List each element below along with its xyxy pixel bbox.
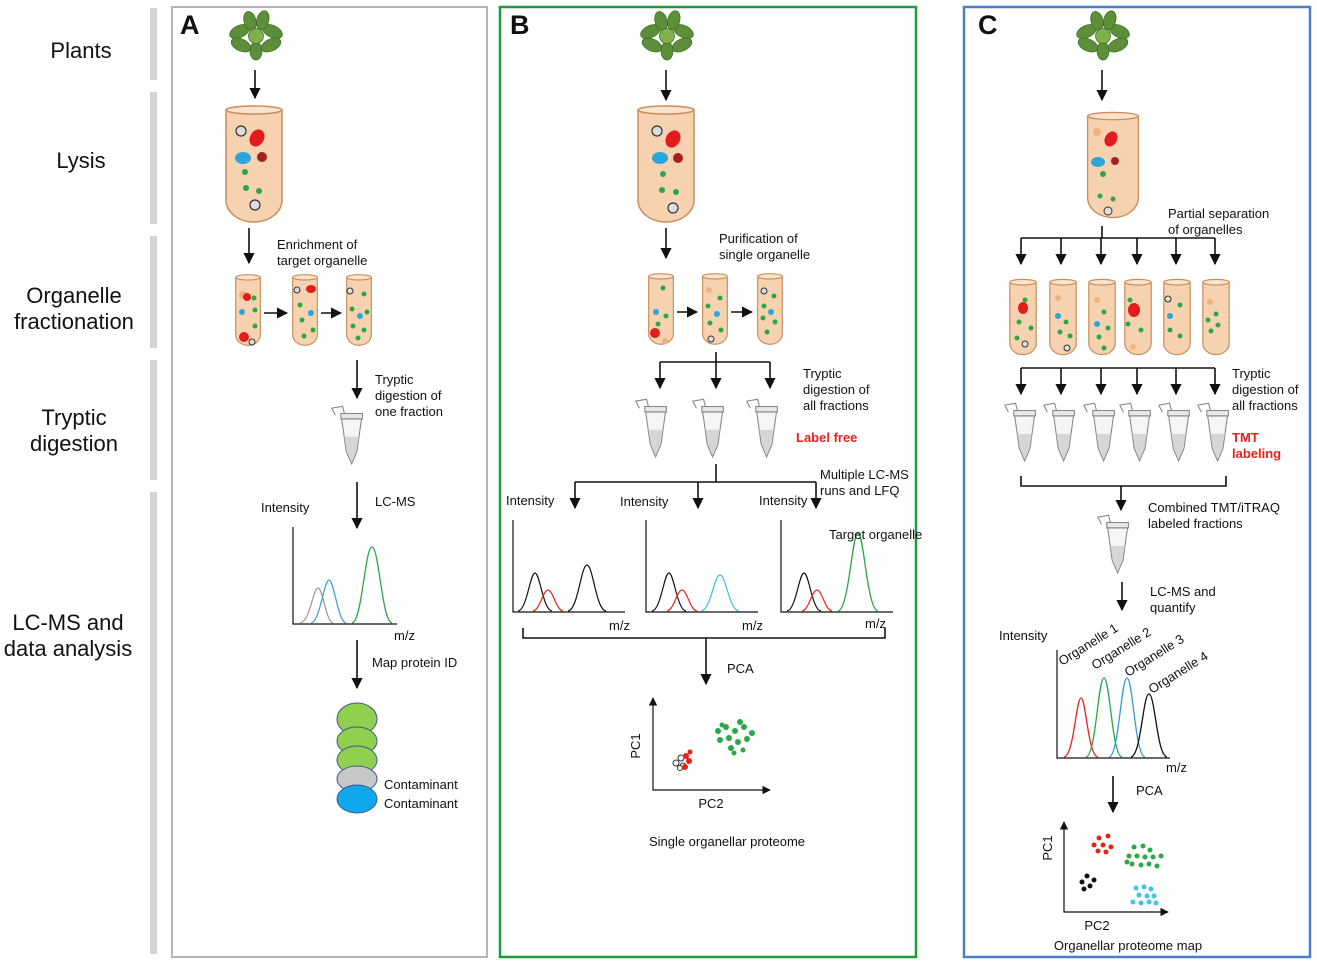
stage-bar	[150, 360, 157, 480]
axis-label-mz: m/z	[1166, 760, 1187, 775]
panel-b-border	[498, 5, 918, 959]
plant-icon	[227, 8, 285, 61]
stage-bar	[150, 92, 157, 224]
axis-label-mz: m/z	[865, 616, 886, 631]
eppendorf-tube-icon	[1097, 514, 1130, 574]
panel-c-letter: C	[978, 10, 998, 40]
map-protein-label: Map protein ID	[372, 655, 457, 670]
axis-label-intensity: Intensity	[620, 494, 669, 509]
eppendorf-tube-icon	[692, 398, 724, 458]
label-free-label: Label free	[796, 430, 857, 445]
eppendorf-tube-icon	[1004, 402, 1037, 462]
axis-label-intensity: Intensity	[506, 493, 555, 508]
fraction-tubes	[1009, 278, 1230, 356]
spectrum-a: Intensity m/z	[261, 500, 415, 643]
stage-label-lysis: Lysis	[56, 148, 105, 173]
axis-label-mz: m/z	[394, 628, 415, 643]
eppendorf-tube-icon	[1043, 402, 1076, 462]
axis-label-pc2: PC2	[1084, 918, 1109, 933]
protein-id-stack	[336, 702, 378, 814]
spectrum-c: Intensity Organelle 1 Organelle 2 Organe…	[999, 620, 1211, 775]
purification-tubes	[648, 273, 783, 345]
axis-label-pc1: PC1	[1040, 835, 1055, 860]
stage-bar	[150, 236, 157, 348]
axis-label-intensity: Intensity	[759, 493, 808, 508]
eppendorf-tube-icon	[1197, 402, 1230, 462]
axis-label-pc2: PC2	[698, 796, 723, 811]
single-organellar-proteome-label: Single organellar proteome	[649, 834, 805, 849]
stage-bar	[150, 492, 157, 954]
spectrum-b2: Intensity m/z	[620, 494, 763, 633]
pca-plot-c: PC1 PC2	[1040, 821, 1169, 933]
panel-a-letter: A	[180, 10, 200, 40]
eppendorf-tube-icon	[331, 405, 363, 465]
target-organelle-label: Target organelle	[829, 527, 922, 542]
axis-label-mz: m/z	[742, 618, 763, 633]
contaminant-label: Contaminant	[384, 796, 458, 811]
panel-c-border	[962, 5, 1312, 959]
panel-a-border	[171, 6, 488, 958]
lcms-label-a: LC-MS	[375, 494, 416, 509]
pca-label-c: PCA	[1136, 783, 1163, 798]
eppendorf-tube-icon	[635, 398, 667, 458]
stage-label-plants: Plants	[50, 38, 111, 63]
axis-label-intensity: Intensity	[261, 500, 310, 515]
eppendorf-tube-icon	[1158, 402, 1191, 462]
panel-b-letter: B	[510, 10, 530, 40]
stage-bar	[150, 8, 157, 80]
pca-plot-b: PC1 PC2	[628, 697, 771, 811]
enrichment-tubes	[235, 274, 372, 346]
axis-label-pc1: PC1	[628, 733, 643, 758]
lysis-tube-icon	[637, 105, 695, 223]
eppendorf-tube-icon	[746, 398, 778, 458]
eppendorf-tube-icon	[1083, 402, 1116, 462]
spectrum-b1: Intensity m/z	[506, 493, 630, 633]
eppendorf-tube-icon	[1119, 402, 1152, 462]
plant-icon	[1074, 8, 1132, 61]
organellar-proteome-map-label: Organellar proteome map	[1054, 938, 1202, 953]
spectrum-b3: Intensity Target organelle m/z	[759, 493, 922, 631]
pca-label-b: PCA	[727, 661, 754, 676]
plant-icon	[638, 8, 696, 61]
contaminant-label: Contaminant	[384, 777, 458, 792]
axis-label-mz: m/z	[609, 618, 630, 633]
lysis-tube-icon	[225, 105, 283, 223]
axis-label-intensity: Intensity	[999, 628, 1048, 643]
lysis-tube-icon	[1086, 111, 1140, 219]
